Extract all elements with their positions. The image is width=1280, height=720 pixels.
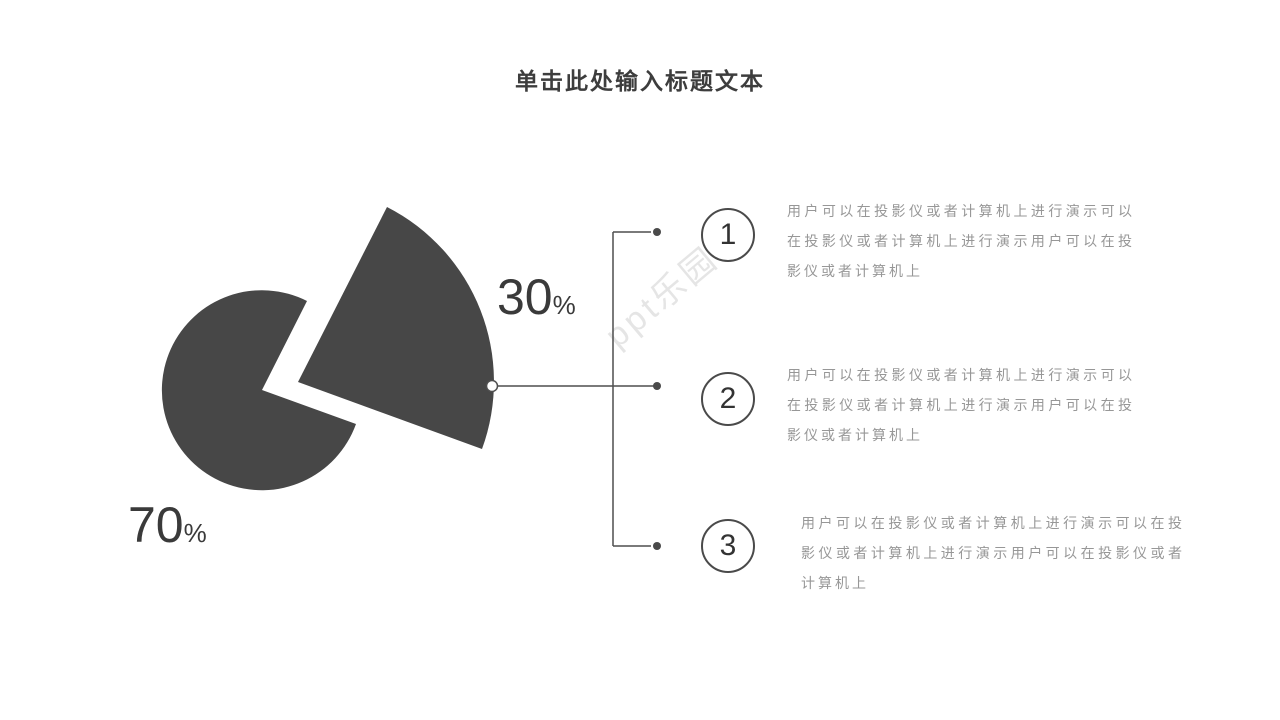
step-number-2: 2 bbox=[719, 382, 737, 415]
step-number-badge-2: 2 bbox=[701, 372, 755, 426]
pie-label-30-percent: % bbox=[552, 290, 576, 320]
pie-label-70: 70% bbox=[128, 500, 207, 550]
pie-slice-30 bbox=[298, 207, 494, 449]
step-number-3: 3 bbox=[719, 529, 737, 562]
pie-slice-70 bbox=[161, 290, 356, 491]
step-description-1: 用户可以在投影仪或者计算机上进行演示可以在投影仪或者计算机上进行演示用户可以在投… bbox=[787, 203, 1135, 279]
step-number-badge-1: 1 bbox=[701, 208, 755, 262]
connector-dot-2 bbox=[653, 382, 661, 390]
connector-dot-3 bbox=[653, 542, 661, 550]
pie-label-70-percent: % bbox=[183, 518, 207, 548]
step-number-1: 1 bbox=[719, 218, 737, 251]
step-number-badge-3: 3 bbox=[701, 519, 755, 573]
connector-dot-1 bbox=[653, 228, 661, 236]
step-description-2: 用户可以在投影仪或者计算机上进行演示可以在投影仪或者计算机上进行演示用户可以在投… bbox=[787, 367, 1135, 443]
slide-title: 单击此处输入标题文本 bbox=[515, 68, 765, 94]
pie-label-30-number: 30 bbox=[497, 269, 553, 325]
connector-start-dot bbox=[485, 379, 499, 393]
pie-label-70-number: 70 bbox=[128, 497, 184, 553]
step-description-3: 用户可以在投影仪或者计算机上进行演示可以在投影仪或者计算机上进行演示用户可以在投… bbox=[801, 515, 1185, 591]
pie-label-30: 30% bbox=[497, 272, 576, 322]
